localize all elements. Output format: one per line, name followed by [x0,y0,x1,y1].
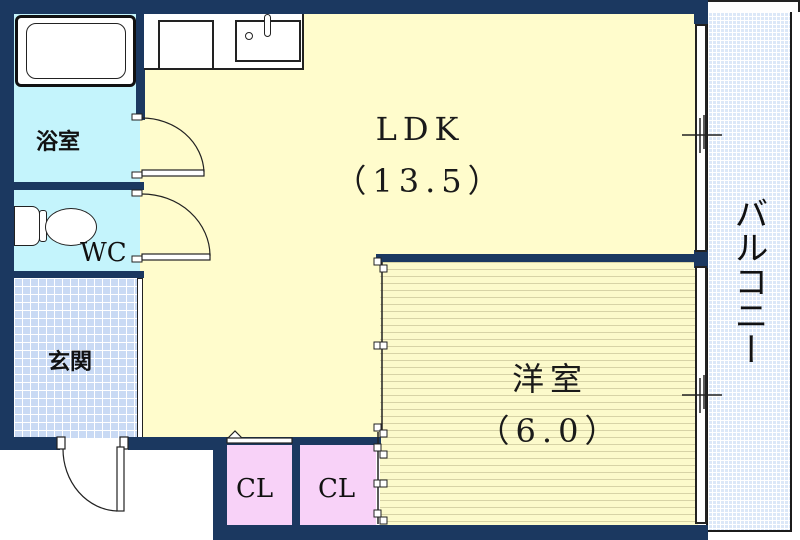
ldk-room-lower [140,250,380,440]
sink-icon [235,20,301,62]
wall-yoshitsu-top [376,254,698,262]
closet-door-marker[interactable] [226,428,296,444]
genkan-label: 玄関 [48,349,93,375]
drain-icon [245,32,253,40]
wc-door[interactable] [130,188,220,268]
wall-bottom-mid [128,437,226,450]
toilet-bowl-icon [45,208,97,246]
bath-door[interactable] [130,112,210,192]
wall-closet-left [213,437,227,540]
yoshitsu-room [380,262,698,526]
wall-right-top [694,12,708,24]
window-ldk[interactable] [695,24,707,252]
wall-closet-divider [292,444,300,526]
closet-2-label: CL [318,474,356,504]
closet-1-label: CL [236,474,274,504]
ldk-label: LDK [375,110,465,148]
yoshitsu-area: （6.0） [477,412,623,450]
ldk-area: （13.5） [334,162,506,200]
closet-1 [226,444,292,526]
genkan [14,278,138,438]
window-ldk-marker [682,115,722,153]
wall-bottom-left [0,437,60,450]
wall-left [0,0,14,450]
bath-label: 浴室 [36,129,81,155]
balcony [706,10,792,532]
wall-bottom [213,525,708,540]
genkan-partition [137,278,143,438]
toilet-tank-icon [14,206,40,246]
balcony-label: バルコニー [728,196,768,366]
balcony-outline-top [696,0,800,12]
yoshitsu-sliding-door[interactable] [370,256,390,528]
wall-bath-divider [136,12,145,120]
bathtub-inner [26,23,126,79]
window-yoshitsu-marker [682,375,722,413]
wall-closet-top [213,437,381,445]
stove-icon [158,20,214,70]
wall-wc-genkan [14,271,144,278]
faucet-icon [264,14,271,37]
wall-bath-wc [14,182,144,190]
closet-2 [300,444,376,526]
wall-top [0,0,708,14]
wall-right-mid [694,250,708,268]
yoshitsu-label: 洋室 [511,360,588,398]
wc-label: WC [80,238,127,268]
entrance-door[interactable] [55,436,135,527]
